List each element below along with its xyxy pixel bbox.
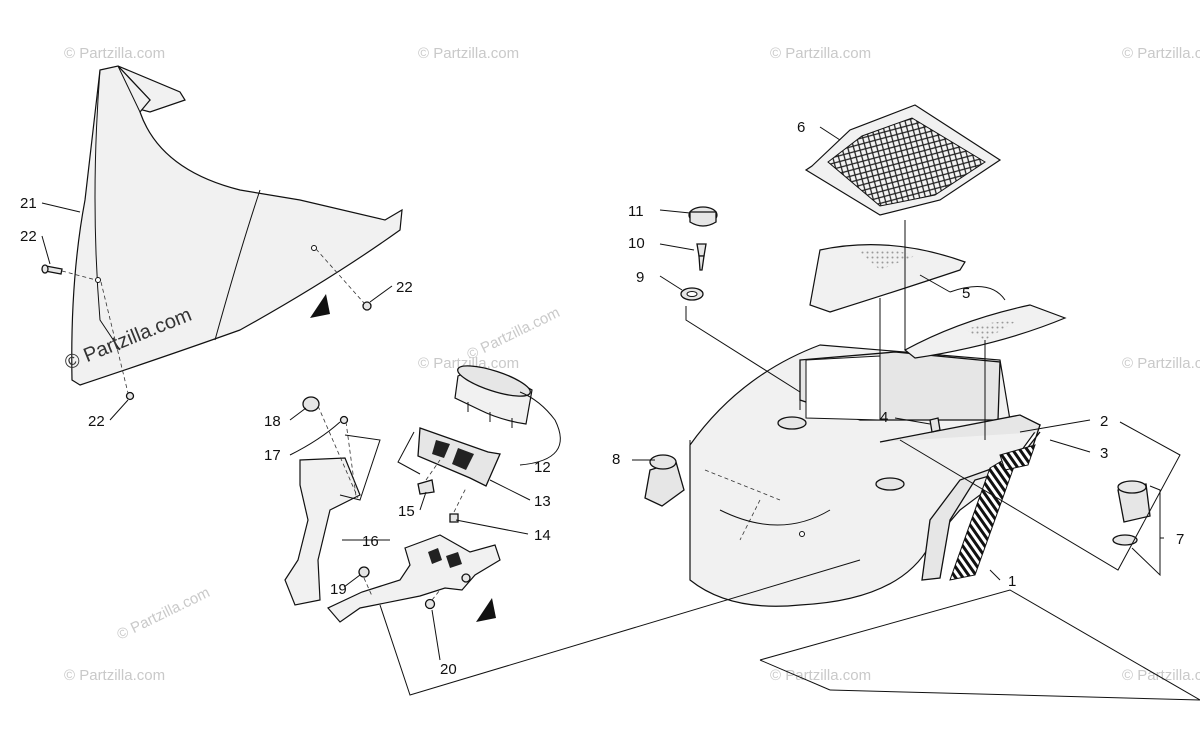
watermark-text: © Partzilla.com [418,45,519,62]
gauge-assembly [284,365,533,623]
callout-label: 2 [1100,413,1108,430]
lens-parts [809,244,1067,359]
callout-label: 7 [1176,531,1184,548]
watermarks: © Partzilla.com © Partzilla.com © Partzi… [64,45,1200,684]
callout-label: 9 [636,269,644,286]
watermark-text: © Partzilla.com [64,667,165,684]
callout-label: 15 [398,503,415,520]
callout-label: 13 [534,493,551,510]
callout-labels: 1 2 3 4 5 6 7 8 9 10 11 12 13 14 15 16 1… [20,119,1184,678]
watermark-text: © Partzilla.com [64,45,165,62]
callout-label: 3 [1100,445,1108,462]
callout-label: 22 [88,413,105,430]
watermark-text: © Partzilla.com [418,355,519,372]
windshield-part: © Partzilla.com [62,65,403,386]
callout-label: 6 [797,119,805,136]
callout-label: 1 [1008,573,1016,590]
ignition-parts [680,206,718,301]
hood-part [689,344,1042,607]
callout-label: 20 [440,661,457,678]
watermark-text: © Partzilla.com [1122,45,1200,62]
callout-label: 21 [20,195,37,212]
callout-label: 22 [20,228,37,245]
connector-part [644,454,685,507]
callout-label: 11 [628,203,644,220]
callout-label: 8 [612,451,620,468]
watermark-text: © Partzilla.com [770,667,871,684]
watermark-text: © Partzilla.com [1122,355,1200,372]
callout-label: 14 [534,527,551,544]
callout-label: 4 [880,409,888,426]
callout-label: 16 [362,533,379,550]
callout-label: 17 [264,447,281,464]
power-outlet-part [1112,480,1151,546]
windshield-hardware [41,248,372,401]
callout-label: 12 [534,459,551,476]
callout-label: 18 [264,413,281,430]
callout-label: 5 [962,285,970,302]
watermark-text: © Partzilla.com [114,584,212,644]
callout-label: 22 [396,279,413,296]
callout-label: 10 [628,235,645,252]
callout-label: 19 [330,581,347,598]
watermark-text: © Partzilla.com [770,45,871,62]
storage-tray-part [804,104,1002,216]
leader-lines [41,126,1200,701]
clip-part [929,417,941,433]
watermark-text: © Partzilla.com [1122,667,1200,684]
